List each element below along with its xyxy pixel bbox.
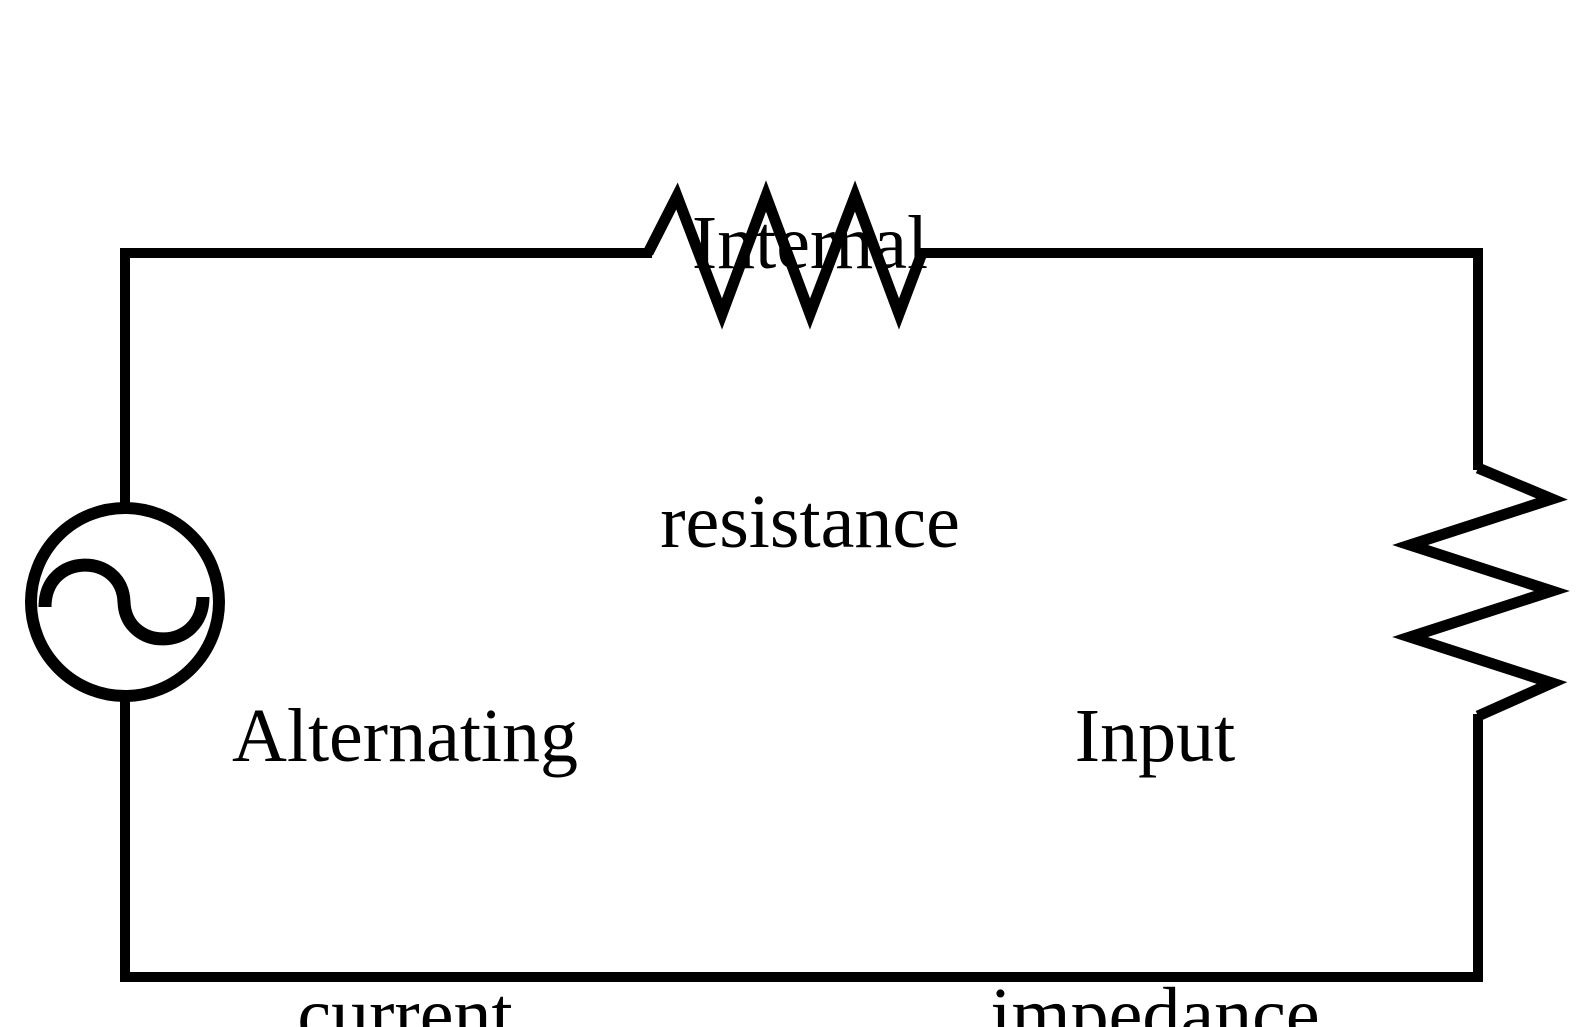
internal-resistance-resistor: [643, 180, 928, 330]
label-alternating-current: Alternating current: [170, 505, 640, 1027]
resistor-zigzag-vertical: [1392, 462, 1570, 722]
circuit-wires: [120, 248, 1483, 982]
label-input-impedance: Input impedance: [930, 505, 1380, 1027]
label-alternating-current-line2: current: [297, 972, 513, 1027]
input-impedance-resistor: [1392, 462, 1570, 722]
label-internal-resistance: Internal resistance: [560, 12, 1060, 754]
label-input-impedance-line1: Input: [1074, 694, 1236, 779]
label-alternating-current-line1: Alternating: [231, 694, 579, 779]
resistor-zigzag-horizontal: [643, 180, 928, 330]
ac-source-symbol: [25, 502, 225, 702]
ac-source-sine-wave: [38, 558, 210, 646]
label-input-impedance-line2: impedance: [990, 972, 1320, 1027]
label-internal-resistance-line1: Internal: [691, 201, 929, 286]
label-internal-resistance-line2: resistance: [660, 479, 960, 564]
